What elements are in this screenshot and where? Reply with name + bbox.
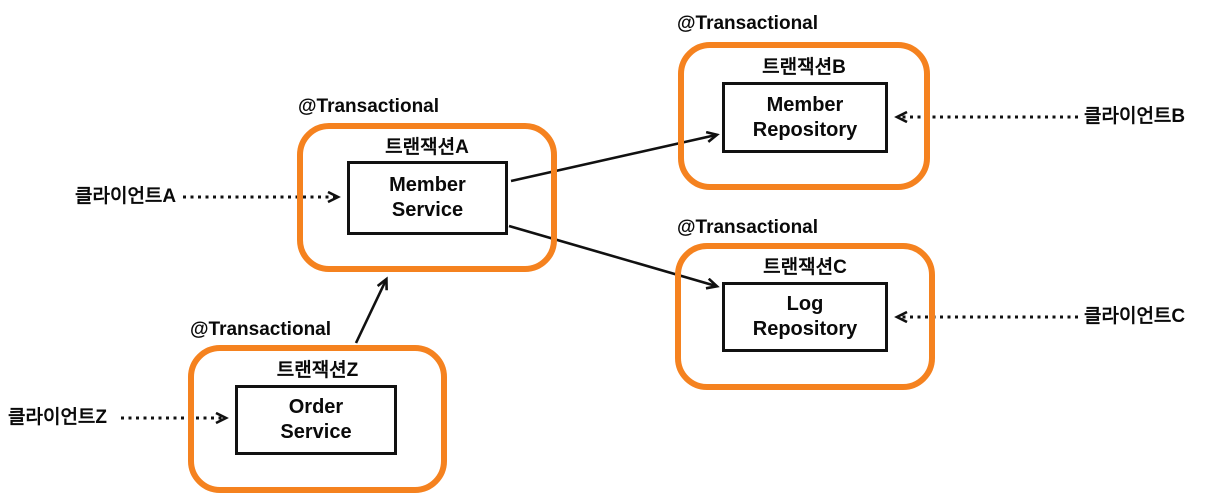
member-service-label: Member Service (389, 174, 466, 221)
order-service-label: Order Service (280, 396, 352, 443)
member-service-box: Member Service (347, 161, 508, 235)
client-a-label: 클라이언트A (75, 186, 177, 207)
member-repository-box: Member Repository (722, 82, 888, 153)
transactional-annotation-b: @Transactional (677, 13, 819, 34)
transaction-boundary-a (297, 123, 557, 272)
transaction-label-z: 트랜잭션Z (276, 360, 359, 381)
arrow-order-service-to-transaction-a (354, 280, 386, 344)
log-repository-box: Log Repository (722, 282, 888, 352)
member-repository-label: Member Repository (752, 93, 858, 141)
order-service-box: Order Service (235, 385, 397, 455)
transaction-boundary-b (678, 42, 930, 190)
transaction-label-a: 트랜잭션A (385, 137, 469, 158)
transactional-annotation-c: @Transactional (677, 217, 819, 238)
transactional-annotation-z: @Transactional (190, 319, 332, 340)
client-c-label: 클라이언트C (1084, 306, 1186, 327)
transaction-label-b: 트랜잭션B (762, 57, 846, 78)
client-z-label: 클라이언트Z (8, 407, 108, 428)
client-b-label: 클라이언트B (1084, 106, 1186, 127)
transactional-annotation-a: @Transactional (298, 96, 440, 117)
log-repository-label: Log Repository (752, 293, 858, 340)
transaction-boundary-c (675, 243, 935, 390)
transaction-boundary-z (188, 345, 447, 493)
transaction-label-c: 트랜잭션C (763, 257, 847, 278)
